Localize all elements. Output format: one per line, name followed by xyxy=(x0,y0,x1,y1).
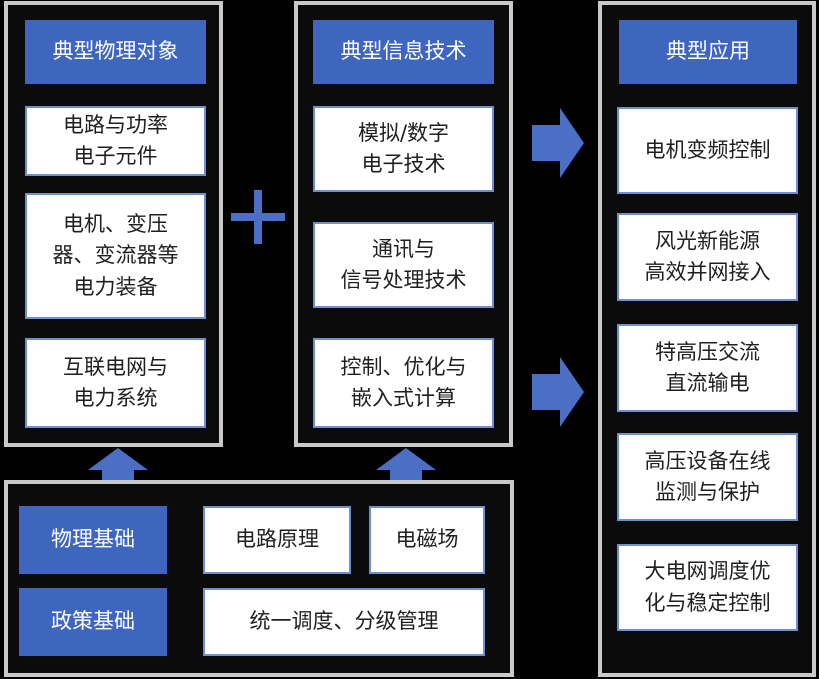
physical-object-equipment: 电机、变压 器、变流器等 电力装备 xyxy=(25,193,206,319)
application-monitoring: 高压设备在线 监测与保护 xyxy=(617,433,798,521)
physics-foundation-label: 物理基础 xyxy=(19,506,167,574)
application-uhv: 特高压交流 直流输电 xyxy=(617,324,798,412)
applications-header: 典型应用 xyxy=(619,20,797,84)
arrow-up-icon-right xyxy=(376,448,436,482)
arrow-right-icon-lower xyxy=(532,357,584,427)
physical-objects-header: 典型物理对象 xyxy=(25,20,206,84)
arrow-up-icon-left xyxy=(88,448,148,482)
plus-icon xyxy=(231,190,285,244)
policy-foundation-label: 政策基础 xyxy=(19,588,167,656)
info-tech-header: 典型信息技术 xyxy=(313,20,494,84)
electromagnetic-field-box: 电磁场 xyxy=(369,506,485,574)
application-renewables: 风光新能源 高效并网接入 xyxy=(617,213,798,301)
physical-object-grid: 互联电网与 电力系统 xyxy=(25,338,206,428)
circuit-principles-box: 电路原理 xyxy=(203,506,351,574)
info-tech-signal: 通讯与 信号处理技术 xyxy=(313,222,494,308)
plus-bar-vertical xyxy=(254,190,262,244)
info-tech-control: 控制、优化与 嵌入式计算 xyxy=(313,338,494,428)
info-tech-electronics: 模拟/数字 电子技术 xyxy=(313,106,494,192)
unified-dispatch-box: 统一调度、分级管理 xyxy=(203,588,485,656)
application-motor-control: 电机变频控制 xyxy=(617,107,798,194)
application-dispatch: 大电网调度优 化与稳定控制 xyxy=(617,544,798,631)
arrow-right-icon-upper xyxy=(532,108,584,178)
physical-object-circuit: 电路与功率 电子元件 xyxy=(25,106,206,176)
